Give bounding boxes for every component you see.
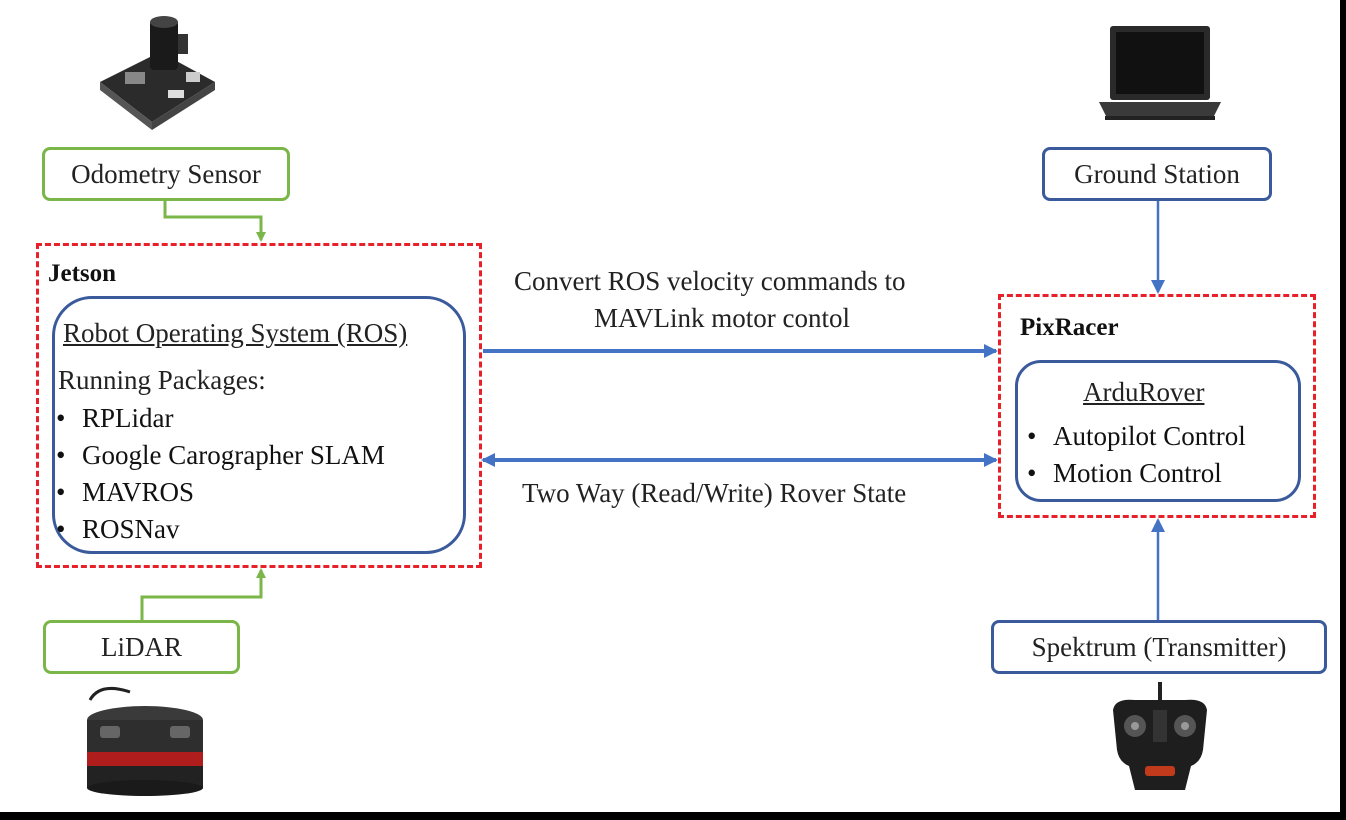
package-item: RPLidar: [56, 400, 385, 437]
feature-item: Autopilot Control: [1027, 418, 1246, 455]
odometry-sensor-node: Odometry Sensor: [42, 147, 290, 201]
ground-station-node: Ground Station: [1042, 147, 1272, 201]
lidar-device-icon: [87, 686, 203, 796]
lidar-to-jetson-arrow: [140, 568, 266, 622]
lidar-node: LiDAR: [43, 620, 240, 674]
package-item: ROSNav: [56, 511, 385, 548]
command-label-line1: Convert ROS velocity commands to: [514, 266, 906, 296]
jetson-title: Jetson: [48, 260, 117, 287]
ardurover-feature-list: Autopilot Control Motion Control: [1027, 418, 1246, 492]
pixracer-title: PixRacer: [1020, 314, 1119, 341]
package-item: Google Carographer SLAM: [56, 437, 385, 474]
rc-transmitter-icon: [1113, 682, 1207, 790]
jetson-container: [36, 243, 482, 568]
package-item: MAVROS: [56, 474, 385, 511]
package-list: RPLidar Google Carographer SLAM MAVROS R…: [56, 400, 385, 548]
running-packages-label: Running Packages:: [58, 365, 266, 395]
camera-sensor-icon: [100, 16, 215, 130]
feature-item: Motion Control: [1027, 455, 1246, 492]
laptop-icon: [1099, 26, 1221, 120]
pixracer-container: [998, 294, 1316, 518]
command-label-line2: MAVLink motor contol: [594, 303, 850, 333]
spektrum-node: Spektrum (Transmitter): [991, 620, 1327, 674]
ardurover-title: ArduRover: [1083, 377, 1205, 407]
odometry-to-jetson-arrow: [163, 200, 266, 242]
ros-title: Robot Operating System (ROS): [63, 318, 408, 348]
rover-state-label: Two Way (Read/Write) Rover State: [522, 478, 907, 508]
